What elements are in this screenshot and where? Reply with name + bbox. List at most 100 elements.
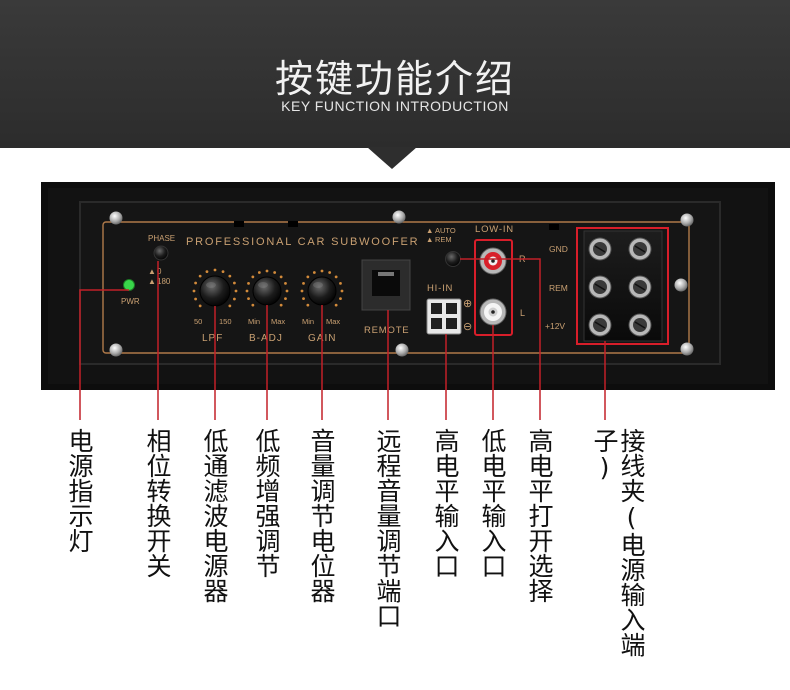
- knob-scale-dot: [194, 297, 197, 301]
- knob-scale-dot: [312, 271, 316, 274]
- knob-scale-dot: [279, 303, 283, 307]
- knob-scale-dot: [198, 274, 202, 278]
- svg-text:▲: ▲: [426, 226, 433, 235]
- knob-scale-dot: [320, 269, 324, 273]
- knob-scale-dot: [284, 297, 287, 301]
- knob-scale-dot: [328, 271, 332, 274]
- knob-scale-dot: [279, 275, 283, 279]
- header-pointer: [367, 147, 417, 169]
- lowin-label: LOW-IN: [475, 224, 514, 235]
- phase-label: PHASE: [148, 234, 175, 243]
- knob-scale-dot: [247, 281, 250, 285]
- knob-scale-dot: [198, 304, 202, 308]
- svg-text:▲: ▲: [426, 235, 433, 244]
- lpf-max-label: 150: [219, 317, 232, 326]
- knob-scale-dot: [251, 303, 255, 307]
- knob-scale-dot: [213, 268, 217, 272]
- badj-label: B-ADJ: [249, 333, 283, 344]
- knob-scale-dot: [192, 289, 196, 293]
- page-title: 按键功能介绍: [274, 57, 515, 101]
- knob-scale-dot: [251, 275, 255, 279]
- callout-high-level-input: 高电平输入口: [431, 428, 460, 578]
- terminal-screw-slot: [634, 245, 646, 253]
- callout-power-indicator: 电源指示灯: [65, 428, 94, 553]
- knob-scale-dot: [257, 271, 261, 274]
- l-channel-label: L: [520, 308, 525, 318]
- plus-icon: ⊕: [463, 298, 472, 310]
- callout-phase-switch: 相位转换开关: [143, 428, 172, 578]
- phase-180-label: 180: [157, 277, 171, 286]
- terminal-highlight: [576, 227, 669, 345]
- gnd-label: GND: [549, 244, 568, 254]
- knob-scale-dot: [228, 304, 232, 308]
- svg-text:▲: ▲: [148, 277, 156, 286]
- screw: [674, 278, 688, 292]
- rem-label: REM: [549, 283, 568, 293]
- 12v-label: +12V: [545, 321, 565, 331]
- terminal-screw-slot: [634, 321, 646, 329]
- knob-scale-dot: [302, 281, 305, 285]
- knob-scale-dot: [339, 297, 342, 301]
- gain-min-label: Min: [302, 317, 314, 326]
- knob-scale-dot: [247, 297, 250, 301]
- knob-scale-dot: [265, 269, 269, 273]
- callout-lines: [79, 258, 606, 420]
- knob-scale-dot: [228, 274, 232, 278]
- lpf-min-label: 50: [194, 317, 202, 326]
- screw: [680, 213, 694, 227]
- callout-low-level-input: 低电平输入口: [478, 428, 507, 578]
- bass-adjust-knob[interactable]: [252, 276, 282, 306]
- screw: [109, 211, 123, 225]
- gain-knob[interactable]: [307, 276, 337, 306]
- callout-high-level-select: 高电平打开选择: [525, 428, 554, 603]
- hiin-label: HI-IN: [427, 283, 453, 294]
- phase-switch[interactable]: [153, 245, 169, 261]
- auto-label: AUTO: [435, 226, 456, 235]
- knob-scale-dot: [334, 275, 338, 279]
- terminal-screw-slot: [594, 321, 606, 329]
- knob-scale-dot: [233, 297, 236, 301]
- page-subtitle: KEY FUNCTION INTRODUCTION: [281, 98, 509, 114]
- header-banner: 按键功能介绍 KEY FUNCTION INTRODUCTION: [0, 0, 790, 148]
- knob-scale-dot: [221, 270, 225, 273]
- screw: [109, 343, 123, 357]
- phase-0-label: 0: [157, 267, 162, 276]
- remote-label: REMOTE: [364, 325, 409, 336]
- minus-icon: ⊖: [463, 321, 472, 333]
- knob-scale-dot: [205, 270, 209, 273]
- callout-bass-boost: 低频增强调节: [252, 428, 281, 578]
- callout-volume-pot: 音量调节电位器: [307, 428, 336, 603]
- knob-scale-dot: [306, 303, 310, 307]
- callout-remote-port: 远程音量调节端口: [373, 428, 402, 628]
- badj-max-label: Max: [271, 317, 285, 326]
- knob-scale-dot: [306, 275, 310, 279]
- screw: [392, 210, 406, 224]
- knob-scale-dot: [334, 303, 338, 307]
- terminal-screw-slot: [594, 245, 606, 253]
- knob-scale-dot: [285, 289, 289, 293]
- brand-text: PROFESSIONAL CAR SUBWOOFER: [186, 236, 419, 248]
- knob-scale-dot: [234, 289, 238, 293]
- lpf-label: LPF: [202, 333, 223, 344]
- knob-scale-dot: [300, 289, 304, 293]
- knob-scale-dot: [302, 297, 305, 301]
- lpf-knob[interactable]: [199, 275, 231, 307]
- callout-power-terminal: 接线夹(电源输入端子): [590, 428, 646, 657]
- knob-scale-dot: [273, 271, 277, 274]
- rem-small-label: REM: [435, 235, 452, 244]
- knob-scale-dot: [339, 281, 342, 285]
- screw: [395, 343, 409, 357]
- terminal-screw-slot: [594, 283, 606, 291]
- gain-max-label: Max: [326, 317, 340, 326]
- terminal-screw-slot: [634, 283, 646, 291]
- pwr-led-icon: [123, 279, 135, 291]
- auto-rem-switch[interactable]: [445, 251, 461, 267]
- screw: [680, 342, 694, 356]
- knob-scale-dot: [233, 281, 236, 285]
- knob-scale-dot: [194, 281, 197, 285]
- pwr-label: PWR: [121, 297, 140, 306]
- svg-text:▲: ▲: [148, 267, 156, 276]
- badj-min-label: Min: [248, 317, 260, 326]
- callout-lowpass-filter: 低通滤波电源器: [200, 428, 229, 603]
